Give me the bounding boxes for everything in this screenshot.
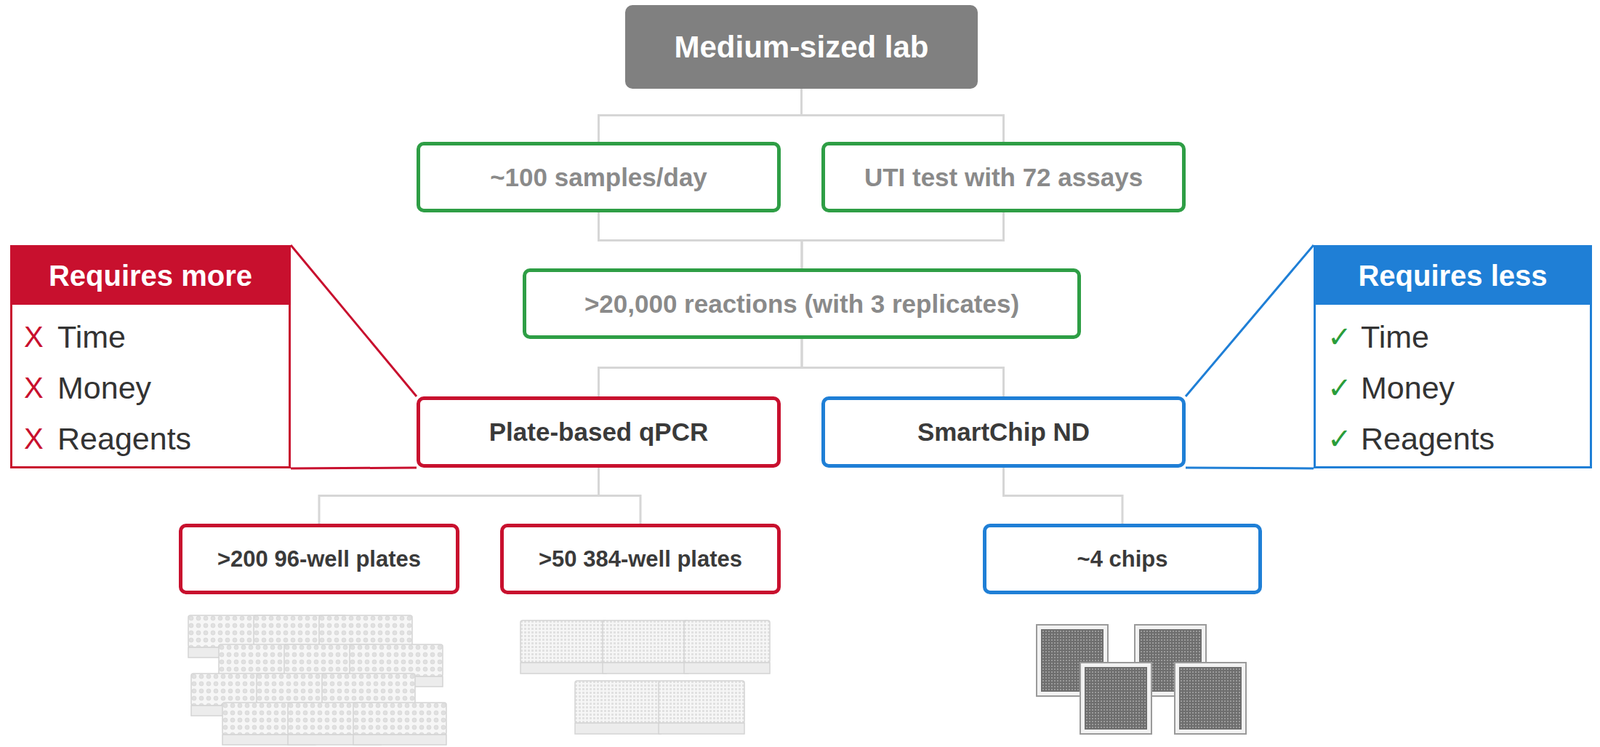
box-label: ~4 chips: [1077, 545, 1169, 573]
callout-header: Requires more: [12, 247, 289, 305]
list-mark: X: [23, 371, 58, 405]
box-label: Plate-based qPCR: [489, 417, 709, 447]
list-item: Money: [1360, 370, 1455, 406]
list-mark: ✓: [1327, 421, 1361, 456]
title-box: Medium-sized lab: [625, 5, 978, 89]
tree-connector: [599, 338, 803, 397]
plate-stack-384: [520, 620, 770, 734]
well-plate: [658, 680, 745, 734]
box-label: ~100 samples/day: [489, 162, 708, 192]
well-plate: [602, 620, 689, 674]
input-box: UTI test with 72 assays: [821, 141, 1186, 213]
smartchip: [1174, 662, 1246, 734]
tree-connector: [801, 338, 1004, 397]
consumable-box: >50 384-well plates: [500, 523, 781, 594]
list-item: Reagents: [1360, 420, 1495, 457]
list-row: ✓Money: [1315, 362, 1590, 413]
list-row: ✓Reagents: [1315, 412, 1590, 464]
list-item: Reagents: [57, 420, 192, 457]
callout-header: Requires less: [1315, 247, 1590, 305]
smartchip: [1080, 662, 1152, 734]
tree-connector: [599, 467, 642, 524]
box-label: >20,000 reactions (with 3 replicates): [584, 289, 1020, 319]
callout-leader: [290, 244, 417, 469]
chip-group: [1036, 624, 1246, 734]
well-plate: [353, 702, 447, 745]
list-row: ✓Time: [1315, 311, 1590, 363]
list-item: Money: [57, 370, 152, 406]
list-item: Time: [1360, 319, 1430, 355]
callout-box: Requires less✓Time✓Money✓Reagents: [1313, 244, 1593, 469]
callout-box: Requires moreXTimeXMoneyXReagents: [10, 244, 291, 469]
box-label: Medium-sized lab: [673, 29, 929, 65]
list-mark: ✓: [1327, 319, 1361, 354]
callout-heading: Requires more: [48, 259, 253, 293]
consumable-box: ~4 chips: [982, 523, 1262, 594]
list-item: Time: [57, 319, 126, 355]
box-label: >50 384-well plates: [538, 545, 743, 573]
input-box: ~100 samples/day: [416, 141, 781, 213]
list-row: XTime: [12, 311, 289, 363]
well-plate: [575, 680, 661, 734]
well-plate: [520, 620, 607, 674]
callout-heading: Requires less: [1357, 259, 1547, 293]
list-mark: X: [23, 422, 58, 456]
consumable-box: >200 96-well plates: [178, 523, 460, 594]
tree-connector: [1003, 467, 1124, 524]
method-box: SmartChip ND: [821, 396, 1186, 468]
callout-leader: [1185, 244, 1314, 469]
tree-connector: [801, 88, 1004, 142]
box-label: UTI test with 72 assays: [864, 162, 1143, 192]
tree-connector: [599, 212, 803, 269]
result-box: >20,000 reactions (with 3 replicates): [522, 268, 1081, 339]
tree-connector: [319, 467, 600, 524]
list-mark: ✓: [1327, 370, 1361, 405]
tree-connector: [599, 88, 802, 142]
tree-connector: [801, 212, 1004, 269]
well-plate: [684, 620, 770, 674]
list-mark: X: [23, 320, 58, 354]
list-row: XMoney: [12, 362, 289, 413]
box-label: >200 96-well plates: [217, 545, 421, 573]
list-row: XReagents: [12, 412, 289, 464]
method-box: Plate-based qPCR: [416, 396, 781, 468]
plate-stack-96: [188, 614, 447, 745]
box-label: SmartChip ND: [917, 417, 1090, 447]
